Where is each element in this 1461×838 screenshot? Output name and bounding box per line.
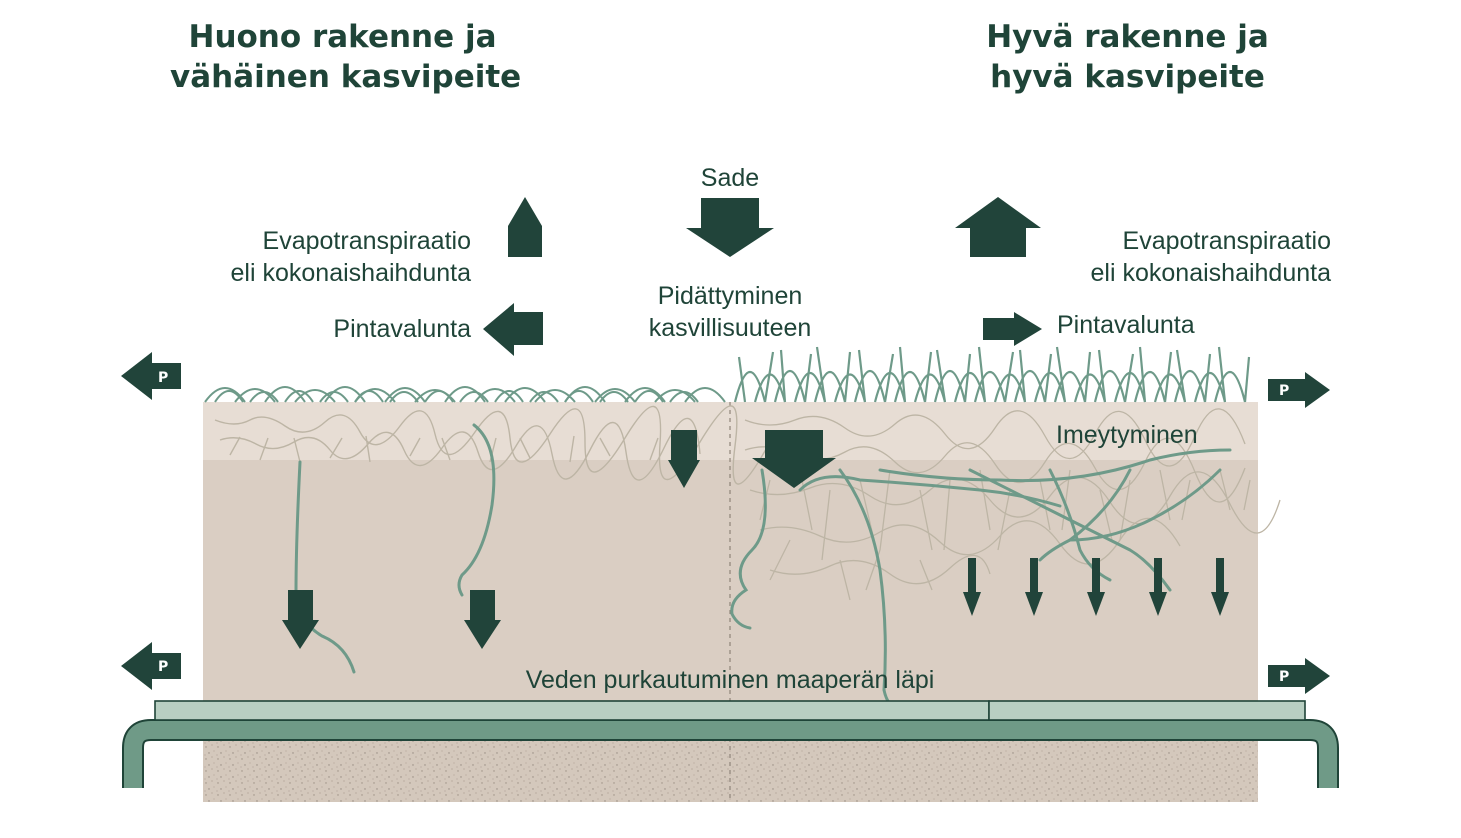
root-mat-left [214,405,771,485]
grass-left [204,386,726,403]
label-rain: Sade [700,164,760,192]
label-infiltration: Imeytyminen [1056,421,1198,449]
drain-pipe [122,700,1339,788]
title-poor-line-1: Huono rakenne ja [188,19,497,55]
title-good-structure: Hyvä rakenne ja hyvä kasvipeite [985,17,1270,97]
topsoil-left [203,402,730,460]
label-discharge: Veden purkautuminen maaperän läpi [525,666,935,694]
evapotranspiration-arrow-left [508,197,542,257]
label-runoff-left: Pintavalunta [333,315,471,343]
seep-arrow-2 [1025,558,1043,616]
label-retention: Pidättyminen kasvillisuuteen [620,280,840,344]
retention-line-1: Pidättyminen [657,282,803,310]
rain-arrow [686,198,774,257]
evapo-right-line-2: eli kokonaishaihdunta [1090,259,1331,287]
title-good-line-1: Hyvä rakenne ja [986,19,1269,55]
seep-arrow-4 [1149,558,1167,616]
label-runoff-right: Pintavalunta [1057,311,1195,339]
title-poor-line-2: vähäinen kasvipeite [170,59,522,95]
retention-line-2: kasvillisuuteen [648,314,812,342]
label-evapotranspiration-left: Evapotranspiraatio eli kokonaishaihdunta [180,225,471,289]
runoff-arrow-right [983,312,1042,346]
p-marker-right-bottom: P [1268,658,1330,694]
seep-arrow-1 [963,558,981,616]
seep-arrow-3 [1087,558,1105,616]
svg-text:P: P [158,370,168,386]
drain-arrow-1 [282,590,319,649]
svg-text:P: P [1279,669,1289,685]
grass-right [733,346,1251,403]
evapo-right-line-1: Evapotranspiraatio [1122,227,1331,255]
evapotranspiration-arrow-right [955,197,1041,257]
evapo-left-line-2: eli kokonaishaihdunta [230,259,471,287]
p-marker-left-top: P [121,352,181,400]
p-marker-right-top: P [1268,372,1330,408]
evapo-left-line-1: Evapotranspiraatio [262,227,471,255]
infiltration-arrow-left [668,430,700,488]
drain-arrow-2 [464,590,501,649]
title-poor-structure: Huono rakenne ja vähäinen kasvipeite [170,17,522,97]
seep-arrow-5 [1211,558,1229,616]
runoff-arrow-left [483,303,543,356]
svg-text:P: P [158,659,168,675]
title-good-line-2: hyvä kasvipeite [990,59,1265,95]
infiltration-arrow-right [752,430,836,488]
p-marker-left-bottom: P [121,642,181,690]
label-evapotranspiration-right: Evapotranspiraatio eli kokonaishaihdunta [1040,225,1331,289]
svg-text:P: P [1279,383,1289,399]
